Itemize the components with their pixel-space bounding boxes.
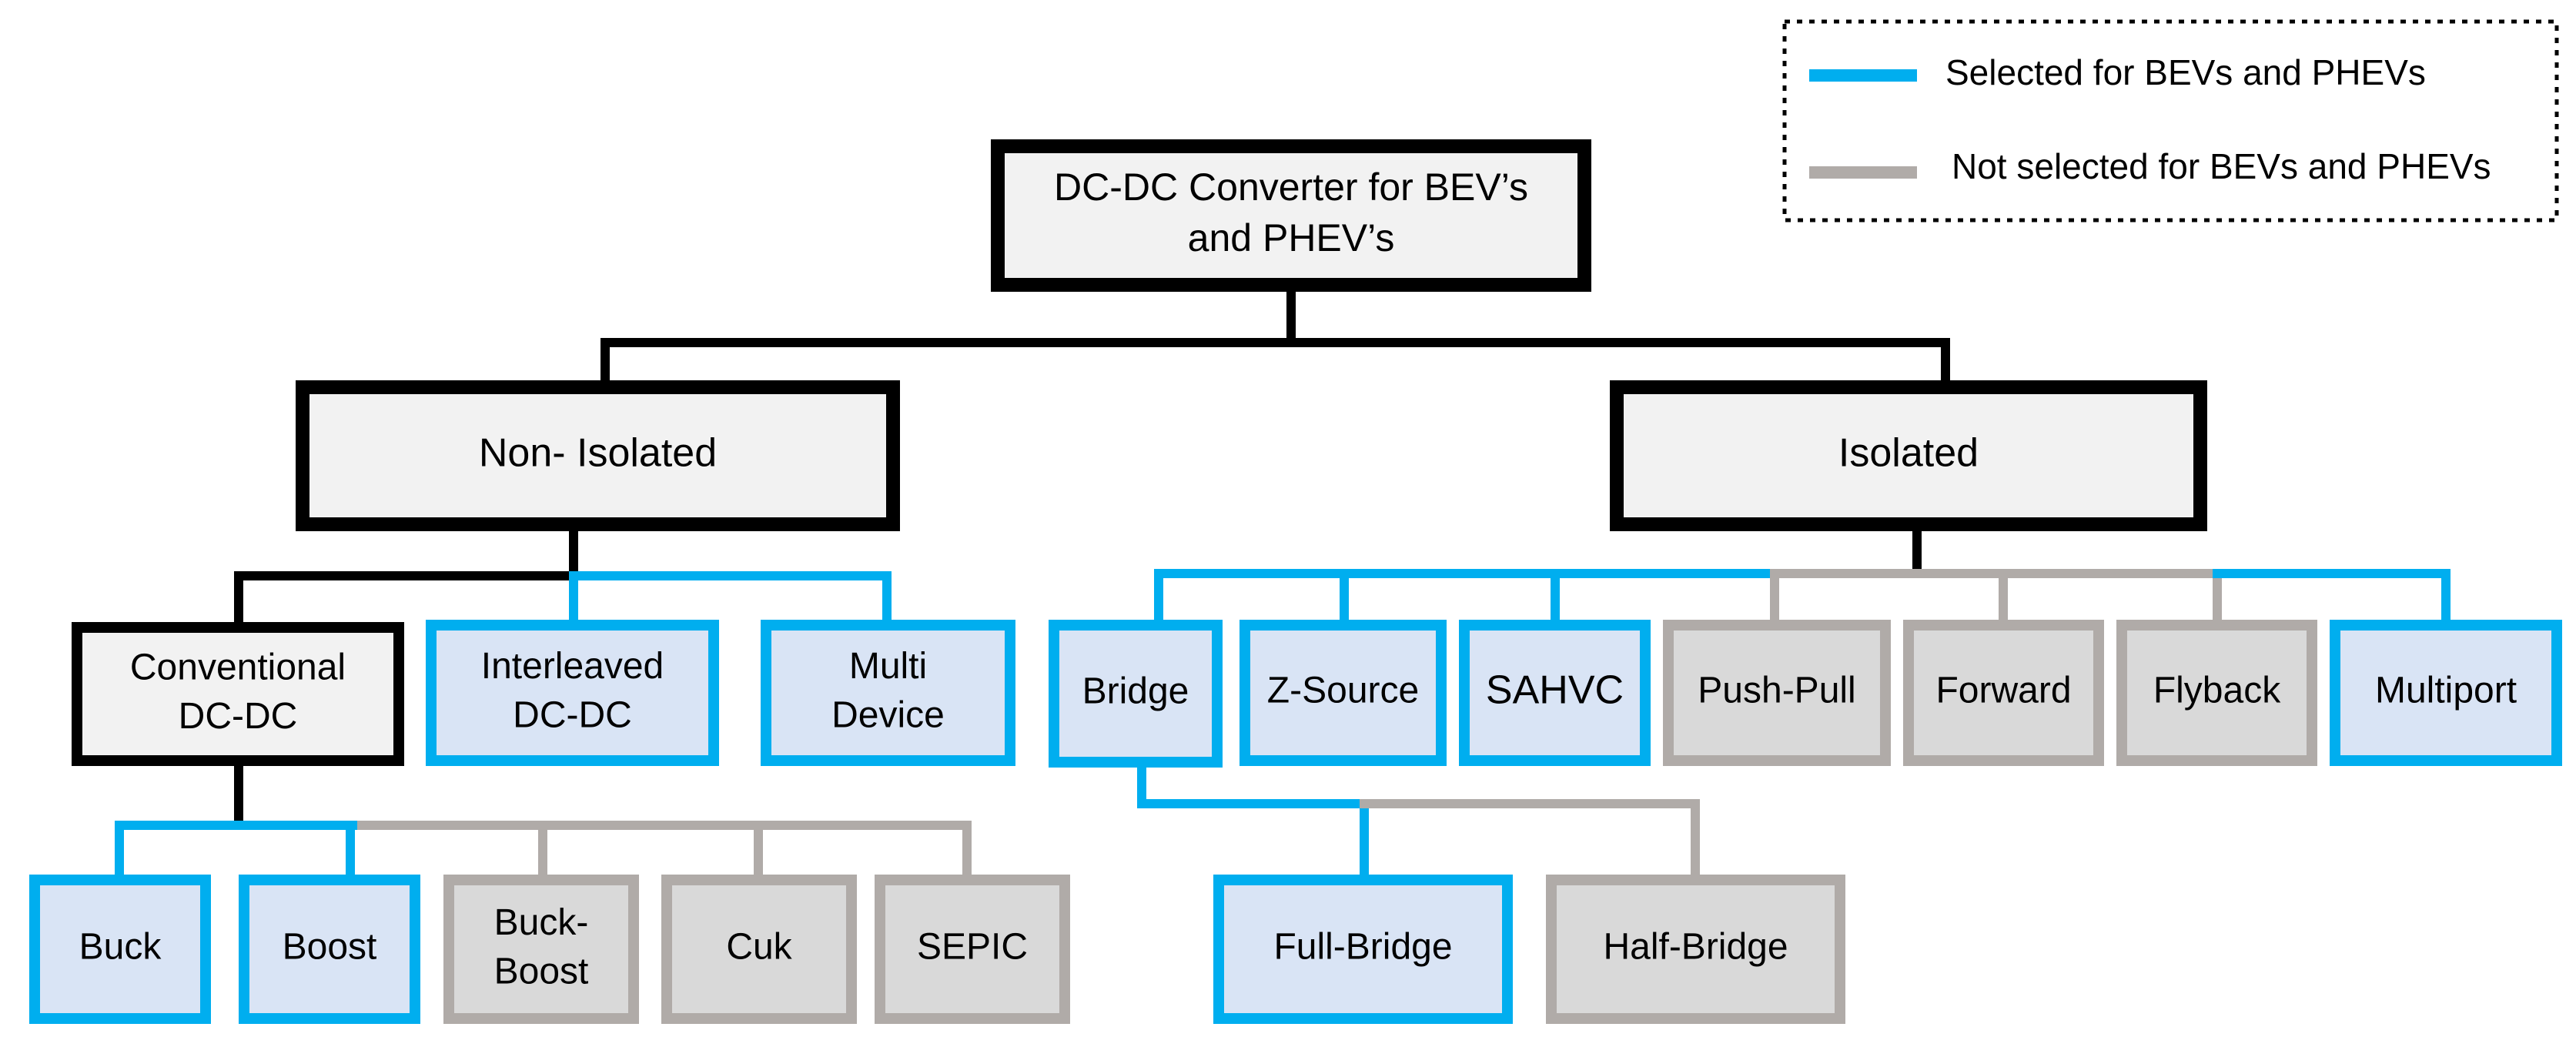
connector-line <box>1154 569 1779 630</box>
node-label: Buck- <box>494 902 589 943</box>
node-sahvc: SAHVC <box>1459 620 1651 766</box>
node-z-source: Z-Source <box>1239 620 1447 766</box>
connector-lines <box>115 280 2451 885</box>
node-box <box>1049 620 1223 768</box>
node-box <box>1903 620 2104 766</box>
node-box <box>1213 875 1513 1024</box>
connector-line <box>1137 758 1369 885</box>
node-box <box>2330 620 2562 766</box>
node-label: Device <box>831 694 945 735</box>
node-half-bridge: Half-Bridge <box>1546 875 1845 1024</box>
node-box <box>1610 380 2207 531</box>
node-isolated: Isolated <box>1610 380 2207 531</box>
node-label: Multiport <box>2375 671 2517 711</box>
connector-line <box>569 571 892 630</box>
node-label: SAHVC <box>1486 668 1624 713</box>
connector-line <box>115 821 366 885</box>
legend-not-selected-label: Not selected for BEVs and PHEVs <box>1952 146 2491 186</box>
node-box <box>661 875 857 1024</box>
node-box <box>296 380 900 531</box>
connector-line <box>1360 799 1700 885</box>
node-cuk: Cuk <box>661 875 857 1024</box>
node-multiport: Multiport <box>2330 620 2562 766</box>
connector-line <box>2213 569 2451 630</box>
node-box <box>1546 875 1845 1024</box>
node-label: Full-Bridge <box>1273 927 1452 968</box>
node-box <box>426 620 719 766</box>
node-box <box>72 622 404 766</box>
node-label: Half-Bridge <box>1603 927 1788 968</box>
node-label: Push-Pull <box>1698 671 1855 711</box>
node-label: Z-Source <box>1267 671 1419 711</box>
node-label: DC-DC Converter for BEV’s <box>1054 166 1528 209</box>
legend: Selected for BEVs and PHEVs Not selected… <box>1782 19 2559 222</box>
node-label: Conventional <box>130 647 346 687</box>
node-box <box>2116 620 2317 766</box>
node-label: DC-DC <box>513 694 632 735</box>
connector-line <box>234 571 578 632</box>
node-boost: Boost <box>239 875 420 1024</box>
node-root: DC-DC Converter for BEV’s and PHEV’s <box>991 139 1591 292</box>
node-label: Buck <box>79 927 162 968</box>
node-sepic: SEPIC <box>875 875 1070 1024</box>
legend-selected-label: Selected for BEVs and PHEVs <box>1945 52 2426 92</box>
node-box <box>1239 620 1447 766</box>
node-full-bridge: Full-Bridge <box>1213 875 1513 1024</box>
node-box <box>239 875 420 1024</box>
node-push-pull: Push-Pull <box>1663 620 1891 766</box>
connector-line <box>357 821 972 885</box>
node-box <box>991 139 1591 292</box>
node-buck: Buck <box>29 875 211 1024</box>
node-forward: Forward <box>1903 620 2104 766</box>
node-non-isolated: Non- Isolated <box>296 380 900 531</box>
node-label: Forward <box>1935 671 2071 711</box>
node-label: SEPIC <box>917 927 1028 968</box>
node-label: Interleaved <box>481 646 664 687</box>
node-label: Bridge <box>1082 671 1189 712</box>
node-box <box>1663 620 1891 766</box>
node-label: Non- Isolated <box>479 431 717 476</box>
legend-border <box>1782 19 2559 222</box>
node-label: Boost <box>283 927 377 968</box>
diagram-nodes: DC-DC Converter for BEV’s and PHEV’sNon- … <box>29 139 2562 1024</box>
node-box <box>443 875 639 1024</box>
node-label: Flyback <box>2153 671 2281 711</box>
node-label: Boost <box>494 951 589 992</box>
node-label: DC-DC <box>179 696 298 737</box>
node-box <box>875 875 1070 1024</box>
node-box <box>1459 620 1651 766</box>
node-label: and PHEV’s <box>1188 216 1395 259</box>
node-label: Cuk <box>726 927 792 968</box>
node-label: Multi <box>849 646 927 687</box>
node-box <box>761 620 1015 766</box>
node-box <box>29 875 211 1024</box>
node-bridge: Bridge <box>1049 620 1223 768</box>
node-label: Isolated <box>1838 431 1979 476</box>
node-flyback: Flyback <box>2116 620 2317 766</box>
node-buck-boost: Buck- Boost <box>443 875 639 1024</box>
